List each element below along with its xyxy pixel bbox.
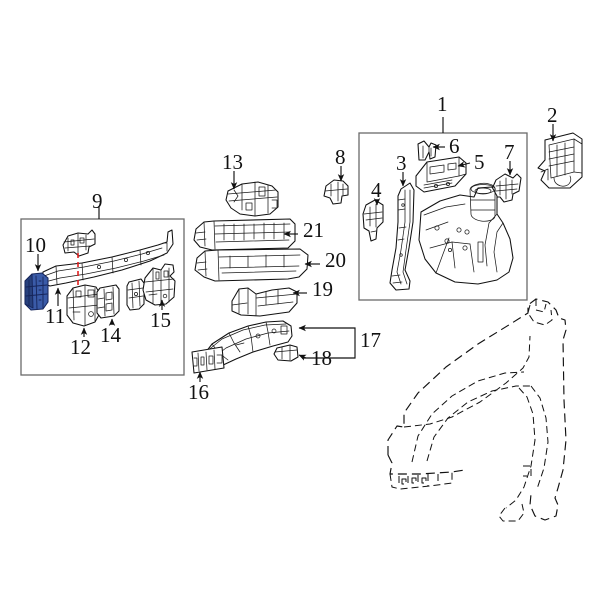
leader-lines xyxy=(34,124,557,382)
part-19-crossmember-support xyxy=(231,287,298,317)
part-15-side-member-rear-bracket xyxy=(142,263,176,306)
part-7-strut-tower-bracket xyxy=(491,173,522,203)
part-3-apron-upper-rail xyxy=(389,182,415,291)
callout-label-12: 12 xyxy=(70,335,91,359)
part-13-crossmember-bracket xyxy=(225,181,279,217)
callout-label-13: 13 xyxy=(222,150,243,174)
callout-label-15: 15 xyxy=(150,308,171,332)
part-11-upper-locator-bracket xyxy=(62,229,96,257)
callout-label-8: 8 xyxy=(335,145,346,169)
part-8-hood-hinge-bracket xyxy=(323,179,349,205)
group-box-9 xyxy=(20,207,185,376)
callout-label-2: 2 xyxy=(547,103,558,127)
callout-label-10: 10 xyxy=(25,233,46,257)
callout-label-5: 5 xyxy=(474,150,485,174)
part-18-extension-gusset xyxy=(273,344,299,362)
callout-label-11: 11 xyxy=(45,304,66,328)
part-5-upper-reinforcement-plate xyxy=(415,156,467,193)
callout-label-3: 3 xyxy=(396,151,407,175)
part-16-mounting-plate xyxy=(191,346,225,374)
callout-label-20: 20 xyxy=(325,248,346,272)
part-11-front-side-member-rail xyxy=(41,229,174,287)
part-side-plate-small xyxy=(126,278,145,311)
part-1-apron-main-panel xyxy=(418,183,514,285)
part-6-clip-bracket xyxy=(417,140,437,161)
callout-label-1: 1 xyxy=(437,92,448,116)
part-4-small-bracket xyxy=(362,199,384,242)
callout-label-18: 18 xyxy=(311,346,332,370)
callout-label-6: 6 xyxy=(449,134,460,158)
callout-label-16: 16 xyxy=(188,380,209,404)
part-20-floor-side-rail-lower xyxy=(194,248,309,282)
part-10-side-member-end-bracket xyxy=(24,272,49,311)
part-2-wheelhouse-bracket xyxy=(537,132,583,189)
callout-label-19: 19 xyxy=(312,277,333,301)
part-12-engine-mount-bracket xyxy=(66,284,101,327)
callout-label-14: 14 xyxy=(100,323,121,347)
part-14-reinforcement-plate-small xyxy=(96,284,120,319)
callout-label-4: 4 xyxy=(371,178,382,202)
part-fender-ghost-outline xyxy=(387,298,567,522)
group-box-1 xyxy=(358,117,528,301)
callout-label-9: 9 xyxy=(92,189,103,213)
callout-label-17: 17 xyxy=(360,328,381,352)
callout-label-7: 7 xyxy=(504,140,515,164)
part-21-floor-side-rail-upper xyxy=(193,218,296,251)
callout-label-21: 21 xyxy=(303,218,324,242)
